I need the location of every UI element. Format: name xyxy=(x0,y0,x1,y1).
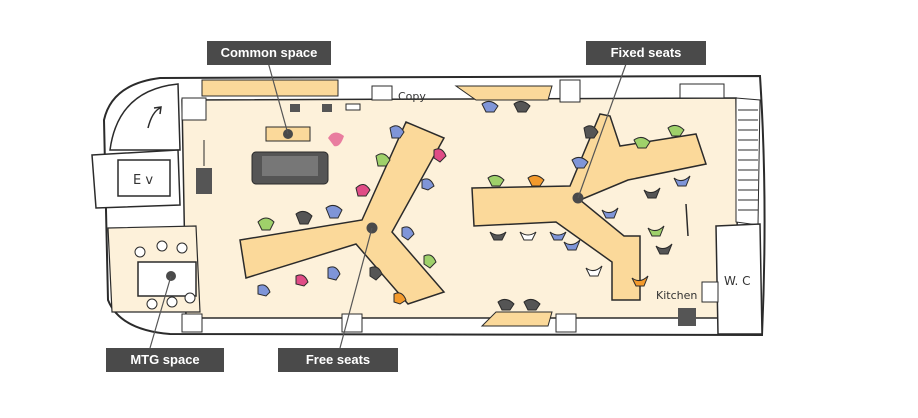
door-arrow-icon xyxy=(147,107,161,129)
cabinet xyxy=(196,168,212,194)
common-space-callout: Common space xyxy=(207,41,331,65)
pillar xyxy=(555,313,577,333)
free-seats-callout: Free seats xyxy=(278,348,398,372)
bottom-counter xyxy=(480,311,553,327)
storage-shelf xyxy=(679,83,725,99)
fixed-seats-callout: Fixed seats xyxy=(586,41,706,65)
wc-label: W. C xyxy=(724,274,751,288)
wc-door xyxy=(701,281,719,303)
pillar xyxy=(559,79,581,103)
door-arrowhead-icon xyxy=(153,106,162,115)
plant-icon xyxy=(328,132,344,147)
elevator: E v xyxy=(91,149,181,209)
pillar xyxy=(341,313,363,333)
top-counter-right xyxy=(454,85,553,101)
chairs xyxy=(257,100,691,311)
ev-label: E v xyxy=(133,173,153,188)
wc-room: W. C xyxy=(701,223,763,335)
top-counter-left xyxy=(201,79,339,97)
staircase xyxy=(735,97,761,226)
copy-machine xyxy=(371,85,393,101)
mtg-room xyxy=(107,225,201,313)
copy-label: Copy xyxy=(398,90,426,103)
pillar xyxy=(181,97,207,121)
pillar xyxy=(181,313,203,333)
leader-lines xyxy=(149,61,627,349)
mtg-space-callout: MTG space xyxy=(106,348,224,372)
entrance-door xyxy=(109,83,181,151)
kitchen-appliance xyxy=(678,308,696,326)
office-floor xyxy=(181,97,739,319)
kitchen-label: Kitchen xyxy=(656,289,697,302)
